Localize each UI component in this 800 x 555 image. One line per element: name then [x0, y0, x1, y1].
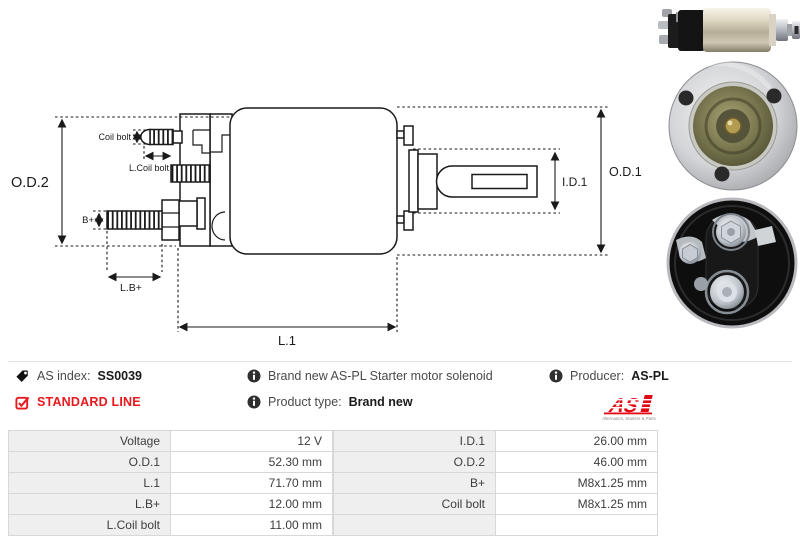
table-row: L.1 71.70 mm — [8, 472, 333, 494]
dim-label-b-plus: B+ — [82, 215, 94, 226]
dim-label-od1: O.D.1 — [609, 165, 642, 179]
diagram-coil-bolt — [140, 128, 183, 146]
product-type-label: Product type: — [268, 395, 342, 409]
table-row — [333, 514, 658, 536]
info-icon — [247, 369, 261, 383]
producer-value: AS-PL — [631, 369, 669, 383]
solenoid-outline — [106, 107, 538, 255]
dim-label-id1: I.D.1 — [562, 175, 588, 189]
spec-label: L.B+ — [8, 493, 171, 515]
spec-label: B+ — [333, 472, 496, 494]
spec-label: Voltage — [8, 430, 171, 452]
spec-label: I.D.1 — [333, 430, 496, 452]
product-type-value: Brand new — [348, 395, 413, 409]
photo-side-view — [658, 8, 800, 52]
spec-value: 71.70 mm — [170, 472, 333, 494]
dim-label-coil-bolt: Coil bolt — [98, 132, 131, 142]
spec-label: O.D.1 — [8, 451, 171, 473]
info-icon — [549, 369, 563, 383]
spec-value: 52.30 mm — [170, 451, 333, 473]
diagram-through-bolt-bottom — [396, 210, 414, 231]
info-col-producer: Producer: AS-PL AS Alternators, Starters… — [549, 368, 669, 421]
spec-value: M8x1.25 mm — [495, 472, 658, 494]
spec-value: 12 V — [170, 430, 333, 452]
table-row: Voltage 12 V — [8, 430, 333, 452]
as-index-value: SS0039 — [97, 369, 142, 383]
product-type-row: Product type: Brand new — [247, 394, 493, 410]
spec-value: 46.00 mm — [495, 451, 658, 473]
info-separator — [8, 361, 792, 362]
as-logo-tagline: Alternators, Starters & Parts — [602, 416, 656, 421]
table-row: L.Coil bolt 11.00 mm — [8, 514, 333, 536]
as-pl-logo: AS Alternators, Starters & Parts — [599, 394, 669, 421]
spec-label: L.1 — [8, 472, 171, 494]
table-row: B+ M8x1.25 mm — [333, 472, 658, 494]
table-row: O.D.2 46.00 mm — [333, 451, 658, 473]
dim-label-l-coil-bolt: L.Coil bolt — [129, 163, 170, 173]
spec-value: 12.00 mm — [170, 493, 333, 515]
dim-label-l-b-plus: L.B+ — [120, 282, 142, 294]
spec-table-left: Voltage 12 V O.D.1 52.30 mm L.1 71.70 mm… — [8, 430, 333, 536]
info-col-index: AS index: SS0039 STANDARD LINE — [15, 368, 142, 410]
spec-value: 26.00 mm — [495, 430, 658, 452]
product-description: Brand new AS-PL Starter motor solenoid — [268, 369, 493, 383]
standard-line-row: STANDARD LINE — [15, 394, 142, 410]
standard-line-label: STANDARD LINE — [37, 395, 141, 409]
product-photos — [658, 8, 800, 329]
spec-value: M8x1.25 mm — [495, 493, 658, 515]
diagram-plunger-shaft — [408, 149, 538, 213]
spec-value: 11.00 mm — [170, 514, 333, 536]
dim-label-l1: L.1 — [278, 333, 296, 348]
table-row: Coil bolt M8x1.25 mm — [333, 493, 658, 515]
producer-label: Producer: — [570, 369, 625, 383]
solenoid-dimension-diagram: O.D.2 Coil bolt L.Coil bolt B+ L.B+ L.1 … — [11, 106, 642, 348]
table-row: O.D.1 52.30 mm — [8, 451, 333, 473]
as-index-label: AS index: — [37, 369, 91, 383]
spec-table-right: I.D.1 26.00 mm O.D.2 46.00 mm B+ M8x1.25… — [333, 430, 658, 536]
photo-front-view — [668, 60, 798, 191]
diagram-b-plus-bolt — [106, 197, 206, 241]
diagram-coil-stud — [170, 164, 211, 183]
info-icon — [247, 395, 261, 409]
table-row: L.B+ 12.00 mm — [8, 493, 333, 515]
spec-value — [495, 514, 658, 536]
spec-tables: Voltage 12 V O.D.1 52.30 mm L.1 71.70 mm… — [8, 430, 658, 536]
spec-label — [333, 514, 496, 536]
diagram-solenoid-body — [229, 107, 398, 255]
dim-label-od2: O.D.2 — [11, 175, 49, 191]
checkbox-checked-icon — [15, 395, 30, 410]
table-row: I.D.1 26.00 mm — [333, 430, 658, 452]
producer-row: Producer: AS-PL — [549, 368, 669, 384]
spec-label: L.Coil bolt — [8, 514, 171, 536]
description-row: Brand new AS-PL Starter motor solenoid — [247, 368, 493, 384]
photo-rear-view — [666, 197, 798, 329]
as-index-row: AS index: SS0039 — [15, 368, 142, 384]
spec-label: Coil bolt — [333, 493, 496, 515]
diagram-through-bolt-top — [396, 125, 414, 146]
tag-icon — [15, 369, 30, 384]
spec-label: O.D.2 — [333, 451, 496, 473]
dimension-lines — [55, 106, 608, 332]
as-logo-text: AS — [606, 395, 641, 417]
info-col-description: Brand new AS-PL Starter motor solenoid P… — [247, 368, 493, 410]
